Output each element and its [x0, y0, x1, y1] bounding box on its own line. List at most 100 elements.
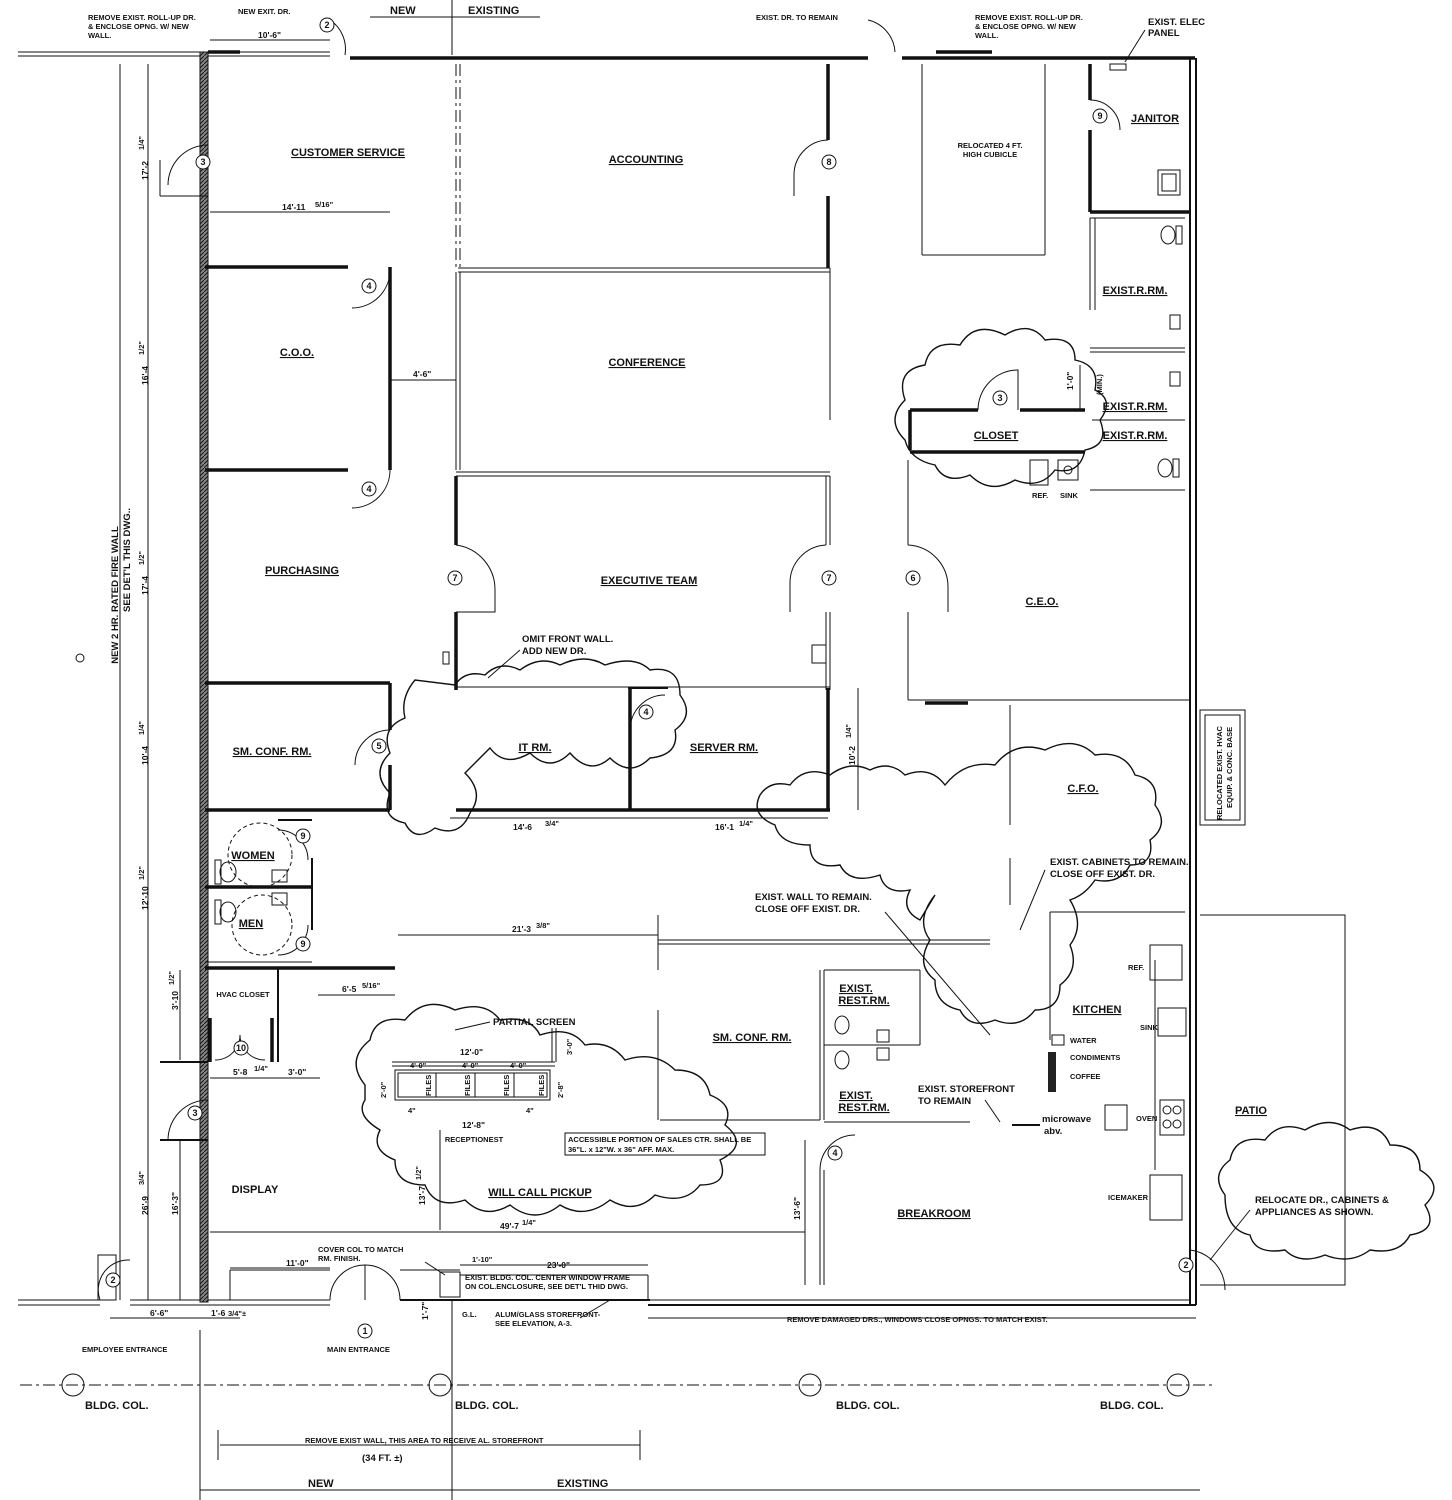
- dim-d4: 17'-2: [140, 161, 150, 180]
- svg-text:9: 9: [1097, 111, 1102, 121]
- note-bldg-col-1: BLDG. COL.: [85, 1400, 149, 1412]
- note-exist-dr: EXIST. DR. TO REMAIN: [756, 13, 838, 22]
- note-rollup-1b: & ENCLOSE OPNG. W/ NEW: [88, 22, 190, 31]
- dim-d16: 6'-5: [342, 984, 357, 994]
- svg-text:7: 7: [826, 573, 831, 583]
- note-omit-a: OMIT FRONT WALL.: [522, 634, 613, 645]
- note-wall-b: CLOSE OFF EXIST. DR.: [755, 904, 860, 915]
- dim-d20a: 4'-0": [410, 1061, 427, 1070]
- dim-d10: 26'-9: [140, 1196, 150, 1215]
- dim-d10f: 3/4": [137, 1171, 146, 1185]
- door-tag: 9: [1092, 108, 1108, 124]
- svg-text:4: 4: [366, 281, 371, 291]
- room-executive-team: EXECUTIVE TEAM: [601, 575, 698, 587]
- door-tag: 10: [233, 1040, 249, 1056]
- dim-d13: 16'-1: [715, 822, 734, 832]
- room-men: MEN: [239, 918, 264, 930]
- door-swings: [97, 19, 1226, 1301]
- note-fire-wall-a: NEW 2 HR. RATED FIRE WALL: [110, 526, 121, 664]
- door-tag: 4: [638, 704, 654, 720]
- door-tag: 2: [319, 17, 335, 33]
- svg-text:5: 5: [376, 741, 381, 751]
- door-tag: 3: [195, 154, 211, 170]
- dim-d29: 11'-0": [286, 1258, 309, 1268]
- dim-d15: 21'-3: [512, 924, 531, 934]
- dim-d6: 17'-4: [140, 576, 150, 595]
- room-exist-rrm-2: EXIST.R.RM.: [1103, 401, 1168, 413]
- room-closet: CLOSET: [974, 430, 1019, 442]
- svg-text:10: 10: [236, 1043, 246, 1053]
- dim-d17f: 1/4": [254, 1064, 268, 1073]
- file-4: FILES: [537, 1075, 546, 1096]
- note-fire-wall-b: SEE DET'L THIS DWG..: [122, 508, 133, 612]
- dim-d12: 14'-6: [513, 822, 532, 832]
- svg-text:1: 1: [362, 1326, 367, 1336]
- note-oven: OVEN: [1136, 1114, 1157, 1123]
- room-cfo: C.F.O.: [1067, 783, 1098, 795]
- note-elec-b: PANEL: [1148, 28, 1180, 39]
- room-will-call: WILL CALL PICKUP: [488, 1187, 591, 1199]
- door-tag: 2: [1178, 1257, 1194, 1273]
- dimension-labels: 10'-6" 14'-11 5/16" 4'-6" 17'-2 1/4" 16'…: [137, 30, 1075, 1320]
- dimension-lines: [20, 0, 1215, 1500]
- note-cover-col-b: RM. FINISH.: [318, 1254, 361, 1263]
- door-tag: 5: [371, 738, 387, 754]
- svg-text:9: 9: [300, 939, 305, 949]
- dim-d35: 1'-0": [1065, 372, 1075, 390]
- room-hvac-closet: HVAC CLOSET: [216, 990, 270, 999]
- notes: REMOVE EXIST. ROLL-UP DR. & ENCLOSE OPNG…: [82, 5, 1389, 1490]
- dim-d33f: 3/4"±: [228, 1309, 246, 1318]
- note-sink1: SINK: [1060, 491, 1079, 500]
- note-accessible-b: 36"L. x 12"W. x 36" AFF. MAX.: [568, 1145, 674, 1154]
- note-water: WATER: [1070, 1036, 1097, 1045]
- dim-d21: 3'-0": [565, 1038, 574, 1055]
- note-ref2: REF.: [1128, 963, 1144, 972]
- note-elec-a: EXIST. ELEC: [1148, 17, 1205, 28]
- dim-d17: 5'-8: [233, 1067, 248, 1077]
- dim-d19: 12'-0": [460, 1047, 483, 1057]
- svg-text:7: 7: [452, 573, 457, 583]
- note-rollup-1c: WALL.: [88, 31, 111, 40]
- svg-text:8: 8: [826, 157, 831, 167]
- note-remove-damaged: REMOVE DAMAGED DRS., WINDOWS CLOSE OPNGS…: [787, 1315, 1048, 1324]
- dim-d22: 2'-0": [379, 1081, 388, 1098]
- door-tag: 4: [361, 278, 377, 294]
- dim-d14: 10'-2: [847, 746, 857, 765]
- svg-text:2: 2: [324, 20, 329, 30]
- dim-d24a: 4": [408, 1106, 416, 1115]
- note-rollup-2a: REMOVE EXIST. ROLL-UP DR.: [975, 13, 1083, 22]
- room-customer-service: CUSTOMER SERVICE: [291, 147, 405, 159]
- room-ceo: C.E.O.: [1025, 596, 1058, 608]
- svg-text:4: 4: [832, 1148, 837, 1158]
- note-cover-col-a: COVER COL TO MATCH: [318, 1245, 403, 1254]
- svg-text:2: 2: [1183, 1260, 1188, 1270]
- file-1: FILES: [424, 1075, 433, 1096]
- dim-d27: 49'-7: [500, 1221, 519, 1231]
- dim-d2: 14'-11: [282, 202, 306, 212]
- note-col-center-a: EXIST. BLDG. COL. CENTER WINDOW FRAME: [465, 1273, 630, 1282]
- dim-d20c: 4'-0": [510, 1061, 527, 1070]
- room-kitchen: KITCHEN: [1073, 1004, 1122, 1016]
- dim-d31: 23'-0": [547, 1260, 570, 1270]
- room-purchasing: PURCHASING: [265, 565, 339, 577]
- door-tag: 4: [361, 481, 377, 497]
- room-exist-rest-1b: REST.RM.: [838, 995, 889, 1007]
- door-tag: 4: [827, 1145, 843, 1161]
- svg-text:4: 4: [643, 707, 648, 717]
- dim-d11: 16'-3": [170, 1192, 180, 1215]
- dim-d5f: 1/2": [137, 341, 146, 355]
- dim-d7f: 1/4": [137, 721, 146, 735]
- room-accounting: ACCOUNTING: [609, 154, 684, 166]
- building-columns: [61, 653, 1190, 1397]
- door-tag: 6: [905, 570, 921, 586]
- room-women: WOMEN: [231, 850, 274, 862]
- dim-d26f: 1/2": [414, 1166, 423, 1180]
- note-ref1: REF.: [1032, 491, 1048, 500]
- dim-d2f: 5/16": [315, 200, 334, 209]
- note-employee-entrance: EMPLOYEE ENTRANCE: [82, 1345, 167, 1354]
- svg-text:6: 6: [910, 573, 915, 583]
- dim-d28: 13'-6": [792, 1197, 802, 1220]
- note-rollup-2c: WALL.: [975, 31, 998, 40]
- room-breakroom: BREAKROOM: [897, 1208, 970, 1220]
